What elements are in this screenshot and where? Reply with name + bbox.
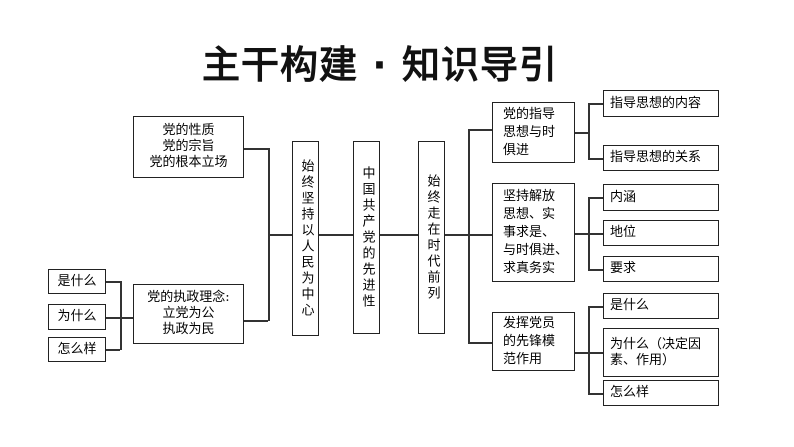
connector [588,269,603,271]
connector [588,393,603,395]
branch-guiding-thought: 党的指导 思想与时 俱进 [492,102,575,163]
governing-philosophy-box: 党的执政理念: 立党为公 执政为民 [133,284,244,344]
connector [588,103,603,105]
connector [106,317,133,319]
leaf-status: 地位 [603,220,719,246]
connector [575,132,588,134]
left-item-what: 是什么 [48,269,106,294]
connector [244,148,268,150]
connector [588,103,590,159]
connector [588,197,603,199]
connector [120,281,122,350]
left-item-why: 为什么 [48,304,106,330]
party-advanced-nature-box: 中国共产党的先进性 [353,141,380,334]
people-centered-box: 始终坚持以人民为中心 [292,141,319,336]
connector [380,234,418,236]
leaf-guiding-relation: 指导思想的关系 [603,145,719,171]
connector [468,129,492,131]
connector [588,306,590,394]
connector [588,197,590,270]
leaf-why: 为什么（决定因 素、作用） [603,328,719,377]
connector [319,234,353,236]
connector [468,129,470,343]
party-nature-box: 党的性质 党的宗旨 党的根本立场 [133,116,244,178]
connector [106,281,120,283]
connector [268,234,292,236]
connector [588,158,603,160]
connector [468,342,492,344]
leaf-what: 是什么 [603,293,719,319]
forefront-of-era-box: 始终走在时代前列 [418,141,445,334]
connector [106,349,120,351]
branch-vanguard-role: 发挥党员 的先锋模 范作用 [492,312,575,371]
left-item-how: 怎么样 [48,337,106,362]
leaf-requirement: 要求 [603,256,719,282]
connector [588,306,603,308]
leaf-how: 怎么样 [603,380,719,406]
leaf-guiding-content: 指导思想的内容 [603,90,719,117]
page-title: 主干构建 · 知识导引 [202,43,558,87]
connector [244,320,268,322]
leaf-connotation: 内涵 [603,184,719,211]
branch-emancipate-mind: 坚持解放 思想、实 事求是、 与时俱进、 求真务实 [492,183,575,282]
